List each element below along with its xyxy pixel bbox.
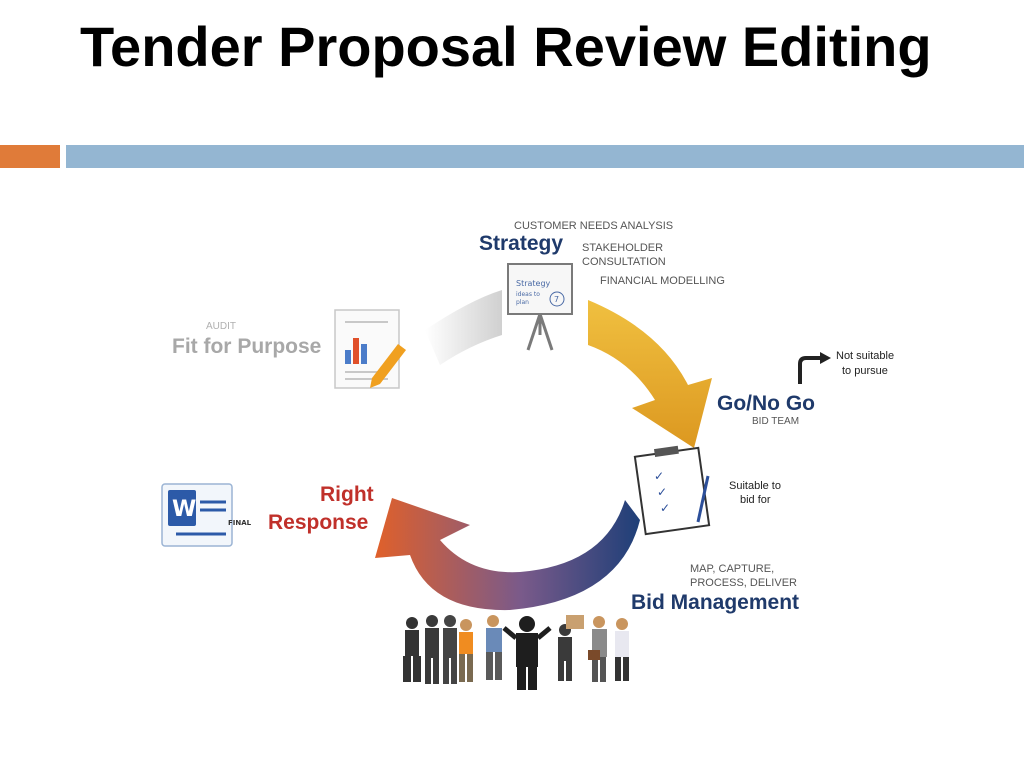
svg-text:✓: ✓ xyxy=(654,469,664,483)
strategy-item-customer-needs: CUSTOMER NEEDS ANALYSIS xyxy=(514,220,673,232)
flipchart-text-5: 7 xyxy=(554,295,559,304)
bid-management-cycle-arrow xyxy=(375,498,640,611)
strategy-title: Strategy xyxy=(479,232,563,255)
bid-management-title: Bid Management xyxy=(631,591,799,614)
right-response-title-line2: Response xyxy=(268,511,368,534)
final-label: FINAL xyxy=(228,519,252,527)
go-no-go-title: Go/No Go xyxy=(717,392,815,415)
strategy-flipchart-icon: Strategy ideas to plan 7 xyxy=(507,263,573,351)
bid-management-item-1: MAP, CAPTURE, xyxy=(690,563,774,575)
strategy-item-financial-modelling: FINANCIAL MODELLING xyxy=(600,275,725,287)
title-accent-blue-bar xyxy=(66,145,1024,168)
bid-management-item-2: PROCESS, DELIVER xyxy=(690,577,797,589)
strategy-item-consultation: CONSULTATION xyxy=(582,256,666,268)
not-suitable-line2: to pursue xyxy=(842,365,888,377)
not-suitable-line1: Not suitable xyxy=(836,350,894,362)
suitable-line2: bid for xyxy=(740,494,771,506)
strategy-item-stakeholder: STAKEHOLDER xyxy=(582,242,663,254)
flipchart-text-1: Strategy xyxy=(516,279,551,288)
gold-cycle-arrow xyxy=(588,300,712,448)
flipchart-text-3: plan xyxy=(516,299,529,306)
right-response-title-line1: Right xyxy=(320,483,374,506)
svg-text:✓: ✓ xyxy=(660,501,670,515)
not-suitable-arrow-icon xyxy=(798,352,831,384)
word-letter: W xyxy=(172,497,196,522)
go-no-go-sub: BID TEAM xyxy=(752,416,799,427)
svg-text:✓: ✓ xyxy=(657,485,667,499)
fit-for-purpose-title: Fit for Purpose xyxy=(172,335,321,358)
title-accent-orange-bar xyxy=(0,145,60,168)
grey-cycle-arc xyxy=(425,290,502,365)
clipboard-checklist-icon: ✓ ✓ ✓ xyxy=(633,445,711,536)
suitable-line1: Suitable to xyxy=(729,480,781,492)
team-people-image xyxy=(403,615,629,690)
flipchart-text-2: ideas to xyxy=(516,291,540,298)
word-document-icon: W FINAL xyxy=(161,483,252,547)
slide-title: Tender Proposal Review Editing xyxy=(80,15,932,78)
report-chart-icon xyxy=(334,309,406,389)
fit-for-purpose-sub: AUDIT xyxy=(206,321,236,332)
